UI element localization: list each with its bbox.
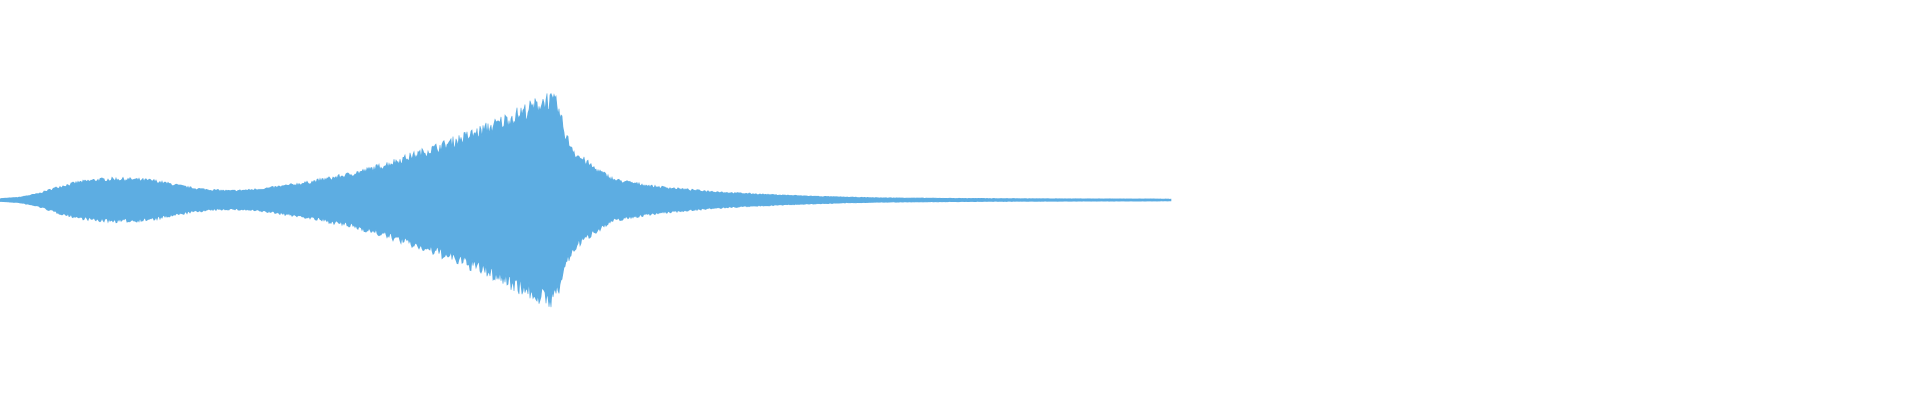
waveform-layer (0, 92, 1172, 308)
